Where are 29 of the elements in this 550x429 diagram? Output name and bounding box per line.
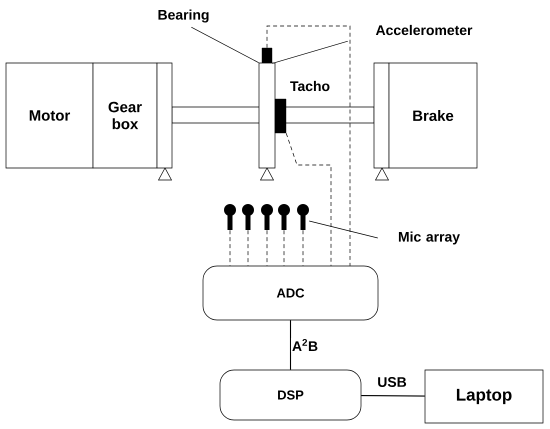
cable-line	[290, 320, 292, 370]
signal-line	[266, 26, 350, 266]
part-label: Tacho	[290, 80, 330, 92]
part-label: Bearing	[158, 9, 209, 23]
machine-box: Motor	[6, 62, 94, 168]
coupling-plate	[374, 62, 390, 168]
leader-line	[308, 220, 378, 238]
coupling-plate	[156, 62, 172, 168]
microphone	[297, 204, 309, 230]
part-label: Accelerometer	[376, 24, 472, 36]
microphone	[261, 204, 273, 230]
microphone	[278, 204, 290, 230]
leader-line	[272, 40, 348, 64]
signal-line	[266, 230, 268, 266]
edge-label: USB	[376, 376, 408, 388]
bearing-plate	[258, 62, 276, 168]
signal-line	[286, 132, 332, 266]
device-box: ADC	[202, 266, 378, 320]
tacho-sensor	[274, 98, 286, 134]
edge-label: A$^{2}$B	[290, 338, 320, 352]
microphone	[224, 204, 236, 230]
device-box: Laptop	[424, 370, 544, 424]
microphone	[242, 204, 254, 230]
leader-line	[191, 26, 259, 63]
part-label: Mic array	[398, 232, 460, 244]
cable-line	[361, 395, 425, 397]
signal-line	[302, 230, 304, 266]
accelerometer	[262, 48, 272, 64]
device-box: DSP	[220, 370, 362, 420]
